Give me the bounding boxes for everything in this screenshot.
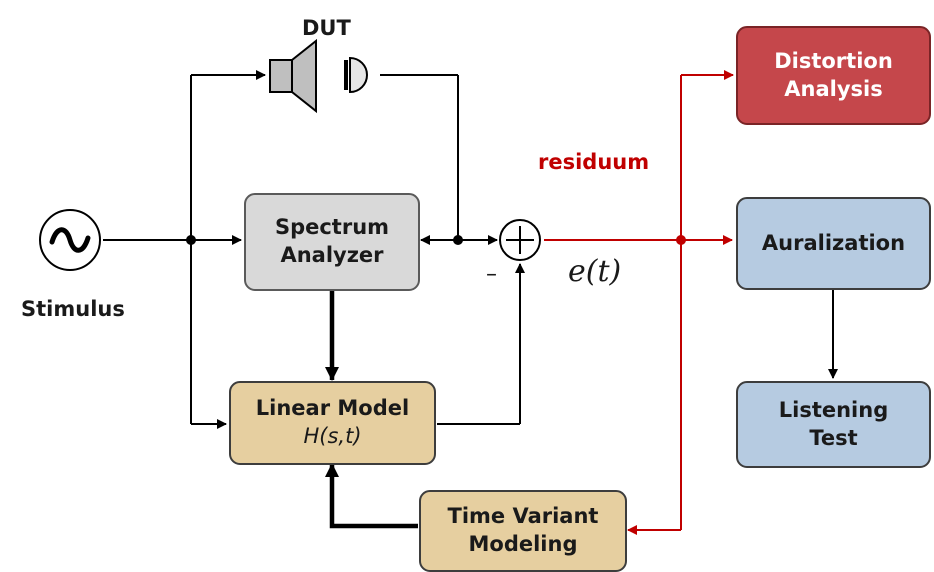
junction-dot-stimulus xyxy=(186,235,196,245)
microphone-icon xyxy=(344,56,368,94)
residuum-wires xyxy=(544,70,734,535)
listening-test-line2: Test xyxy=(809,425,858,450)
error-signal-label: e(t) xyxy=(568,254,622,289)
listening-test-block: Listening Test xyxy=(736,381,931,468)
linear-model-block: Linear Model H(s,t) xyxy=(229,381,436,465)
summing-junction-icon xyxy=(499,219,541,261)
junction-dot-microphone xyxy=(453,235,463,245)
distortion-analysis-line2: Analysis xyxy=(784,76,883,101)
spectrum-analyzer-line1: Spectrum xyxy=(274,215,390,240)
time-variant-line2: Modeling xyxy=(468,532,578,556)
time-variant-modeling-block: Time Variant Modeling xyxy=(419,490,627,572)
wire-timevariant-to-model xyxy=(325,463,418,529)
spectrum-analyzer-block: Spectrum Analyzer xyxy=(244,193,420,291)
thick-wires xyxy=(325,291,418,529)
distortion-analysis-block: Distortion Analysis xyxy=(736,26,931,125)
minus-sign: – xyxy=(486,262,497,287)
residuum-label: residuum xyxy=(538,150,650,174)
sine-source-icon xyxy=(39,209,101,271)
time-variant-line1: Time Variant xyxy=(447,504,599,529)
spectrum-analyzer-line2: Analyzer xyxy=(280,243,384,267)
linear-model-transfer-function: H(s,t) xyxy=(303,424,362,448)
loudspeaker-icon xyxy=(269,38,317,114)
listening-test-line1: Listening xyxy=(778,397,889,422)
stimulus-label: Stimulus xyxy=(21,297,125,321)
auralization-block: Auralization xyxy=(736,197,931,290)
linear-model-line1: Linear Model xyxy=(255,396,410,421)
junction-dot-residuum xyxy=(676,235,686,245)
distortion-analysis-line1: Distortion xyxy=(774,48,893,73)
auralization-label: Auralization xyxy=(761,230,906,255)
signal-wires xyxy=(103,70,838,429)
dut-label: DUT xyxy=(302,16,351,40)
